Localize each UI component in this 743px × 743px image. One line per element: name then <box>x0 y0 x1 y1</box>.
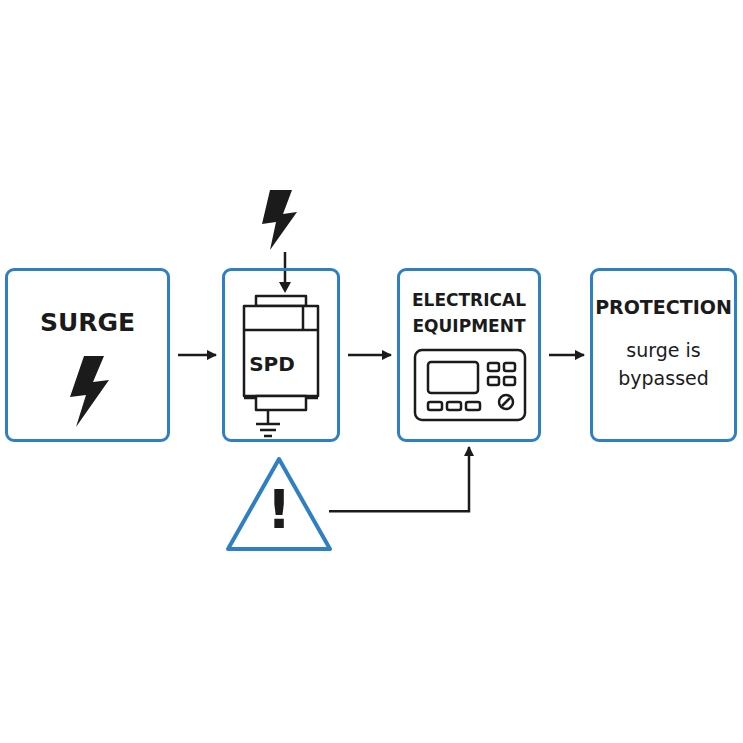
node-title: SURGE <box>8 307 167 340</box>
ground-bar <box>264 435 272 438</box>
node-body: surge is bypassed <box>611 337 716 392</box>
panel-body <box>415 350 525 420</box>
panel-button <box>504 363 515 371</box>
spd-line <box>244 329 318 332</box>
panel-button <box>488 363 499 371</box>
surge-box: SURGE <box>5 268 170 442</box>
ground-lead <box>267 410 270 424</box>
equipment-panel <box>415 350 525 420</box>
spd-line <box>244 397 318 400</box>
knob-mark <box>502 398 510 406</box>
node-title: ELECTRICAL EQUIPMENT <box>402 287 536 340</box>
warning-triangle: ! <box>225 455 333 552</box>
panel-button <box>428 402 442 410</box>
panel-button <box>447 402 461 410</box>
node-title: PROTECTION <box>593 295 734 320</box>
panel-knob <box>499 395 513 409</box>
flow-arrow <box>178 354 216 357</box>
equipment-box: ELECTRICAL EQUIPMENT <box>397 268 541 442</box>
ground-symbol <box>256 410 280 436</box>
ground-bar <box>256 423 280 426</box>
flow-arrow <box>348 354 391 357</box>
panel-button <box>504 377 515 385</box>
panel-button <box>488 377 499 385</box>
panel-screen <box>428 362 478 393</box>
ground-bar <box>260 429 276 432</box>
node-title: ! <box>225 483 333 537</box>
node-title: SPD <box>242 351 302 377</box>
protection-box: PROTECTION surge is bypassed <box>590 268 737 442</box>
spd-bottom <box>256 396 306 410</box>
spd-box: SPD <box>222 268 340 442</box>
flow-arrow <box>549 354 584 357</box>
spd-top <box>256 296 306 306</box>
lightning-icon <box>262 190 297 250</box>
strike-arrowhead <box>279 282 291 293</box>
lightning-icon <box>70 356 109 427</box>
spd-line <box>302 306 305 330</box>
flow-arrow <box>329 447 469 511</box>
panel-button <box>466 402 480 410</box>
spd-body <box>244 306 318 396</box>
